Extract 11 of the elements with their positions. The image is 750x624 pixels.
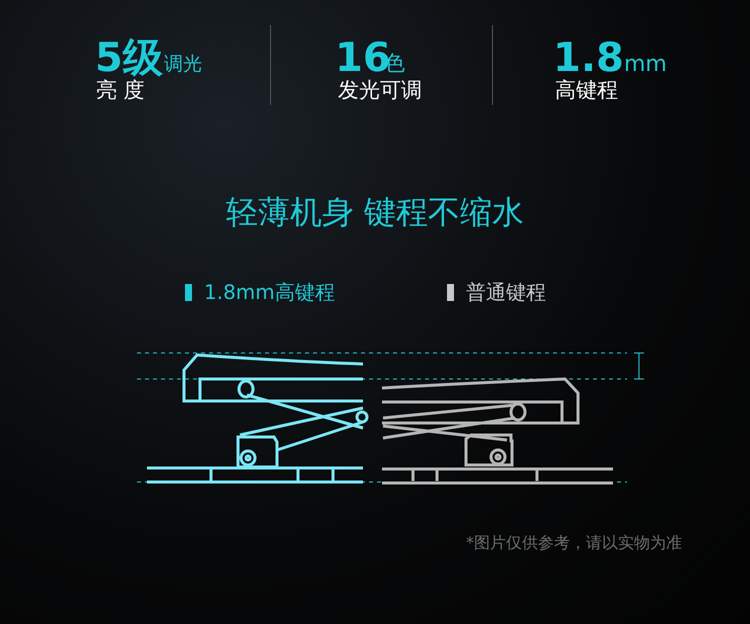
- caption: *图片仅供参考，请以实物为准: [466, 535, 682, 551]
- stat-value: 5级: [95, 38, 163, 78]
- stat-unit: 调光: [164, 55, 202, 74]
- legend-text: 1.8mm高键程: [204, 282, 335, 302]
- stat-label: 亮 度: [96, 80, 145, 101]
- stat-label: 高键程: [555, 80, 618, 101]
- stat-value: 1.8: [553, 38, 624, 78]
- legend-text: 普通键程: [466, 282, 546, 302]
- stat-unit: mm: [624, 54, 667, 76]
- title: 轻薄机身 键程不缩水: [224, 196, 526, 228]
- stat-label: 发光可调: [338, 80, 422, 101]
